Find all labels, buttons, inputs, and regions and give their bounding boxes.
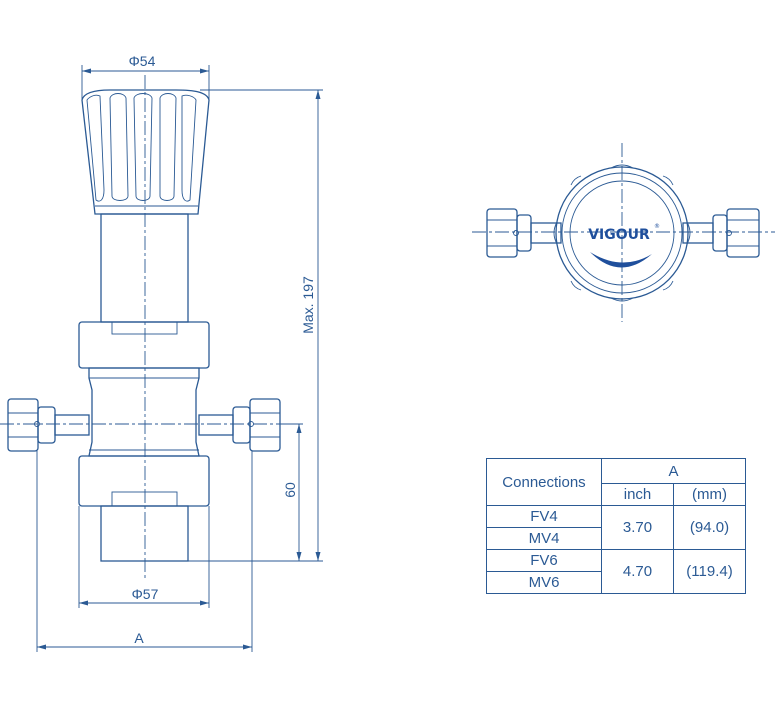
right-fitting [198, 398, 281, 452]
header-A: A [601, 458, 746, 484]
nut-slot [111, 321, 178, 335]
phi57-label: Φ57 [132, 586, 159, 602]
knob-rim [561, 172, 683, 294]
dimension-phi57: Φ57 [78, 506, 210, 608]
dimension-phi54: Φ54 [81, 53, 210, 100]
connection-cell: MV4 [486, 527, 602, 550]
dimension-max197: Max. 197 [188, 89, 323, 562]
valve-body [88, 367, 200, 457]
connections-table: Connections A inch (mm) FV4 3.70 (94.0) … [486, 458, 746, 594]
knob-grooves [553, 164, 691, 302]
knob-face [569, 180, 675, 286]
A-label: A [134, 630, 144, 646]
dimension-A: A [36, 451, 253, 652]
top-view: VIGOUR ® [472, 143, 775, 322]
front-view [0, 75, 290, 578]
svg-text:VIGOUR: VIGOUR [588, 227, 650, 243]
header-inch: inch [601, 483, 674, 506]
connection-cell: MV6 [486, 571, 602, 594]
top-right-fitting [682, 208, 760, 258]
adjusting-knob [81, 89, 210, 215]
height60-label: 60 [282, 482, 298, 498]
svg-text:®: ® [654, 223, 660, 230]
bottom-slot [111, 491, 178, 507]
phi54-label: Φ54 [129, 53, 156, 69]
top-left-fitting [486, 208, 562, 258]
header-mm: (mm) [673, 483, 746, 506]
max197-label: Max. 197 [300, 276, 316, 334]
vigour-logo: VIGOUR ® [588, 223, 660, 268]
mm-cell: (94.0) [673, 505, 746, 550]
inch-cell: 4.70 [601, 549, 674, 594]
knob-outer-circle [555, 166, 689, 300]
connection-cell: FV6 [486, 549, 602, 572]
header-connections: Connections [486, 458, 602, 506]
bottom-nut [78, 455, 210, 507]
connection-cell: FV4 [486, 505, 602, 528]
lock-nut [78, 321, 210, 369]
left-fitting [7, 398, 90, 452]
mm-cell: (119.4) [673, 549, 746, 594]
bonnet [100, 213, 189, 323]
dimension-60: 60 [280, 423, 303, 561]
inch-cell: 3.70 [601, 505, 674, 550]
bottom-cap [100, 505, 189, 562]
